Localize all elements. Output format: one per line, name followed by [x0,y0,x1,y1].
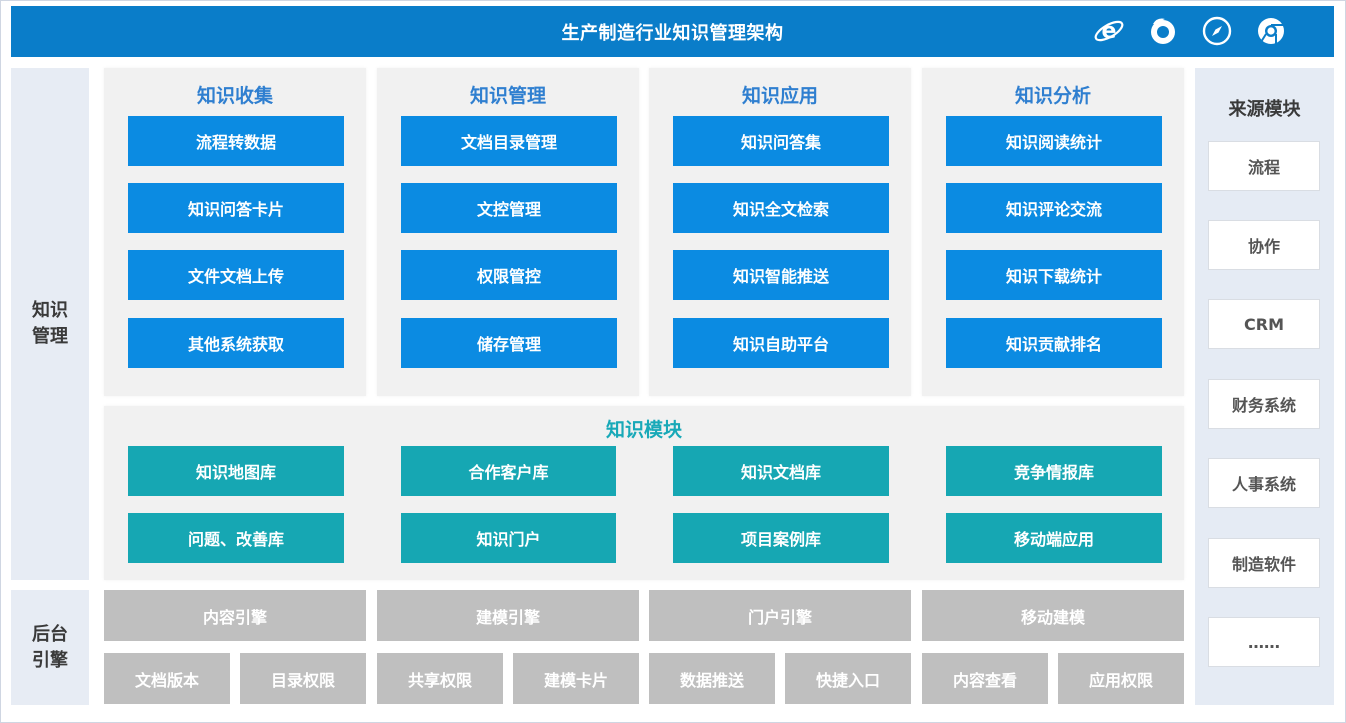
column-item[interactable]: 知识智能推送 [673,250,889,300]
knowledge-management-label: 知识 管理 [32,300,68,347]
module-item[interactable]: 知识地图库 [128,446,344,496]
column-title: 知识收集 [196,84,273,107]
module-item[interactable]: 竞争情报库 [946,446,1162,496]
column-item[interactable]: 储存管理 [401,318,617,368]
source-item[interactable]: CRM [1208,299,1320,349]
column-item[interactable]: 流程转数据 [128,116,344,166]
module-item[interactable]: 知识门户 [401,513,616,563]
column-item[interactable]: 知识评论交流 [946,183,1162,233]
knowledge-management-label-panel: 知识 管理 [11,68,89,580]
column-item[interactable]: 知识阅读统计 [946,116,1162,166]
module-item[interactable]: 移动端应用 [946,513,1162,563]
knowledge-module-title: 知识模块 [605,418,682,441]
engine-portal[interactable]: 门户引擎 [649,590,911,641]
engine-sub-item[interactable]: 快捷入口 [785,653,911,704]
backend-engine-label-panel: 后台 引擎 [11,590,89,705]
column-item[interactable]: 知识贡献排名 [946,318,1162,368]
column-item[interactable]: 知识问答集 [673,116,889,166]
column-title: 知识管理 [469,84,546,107]
firefox-icon [1146,14,1180,48]
engine-modeling[interactable]: 建模引擎 [377,590,639,641]
engine-sub-item[interactable]: 文档版本 [104,653,230,704]
column-knowledge-application: 知识应用 知识问答集 知识全文检索 知识智能推送 知识自助平台 [649,68,911,396]
column-knowledge-collection: 知识收集 流程转数据 知识问答卡片 文件文档上传 其他系统获取 [104,68,366,396]
column-item[interactable]: 知识全文检索 [673,183,889,233]
source-module-panel: 来源模块 流程 协作 CRM 财务系统 人事系统 制造软件 …… [1195,68,1334,705]
column-item[interactable]: 权限管控 [401,250,617,300]
column-item[interactable]: 知识自助平台 [673,318,889,368]
module-item[interactable]: 问题、改善库 [128,513,344,563]
column-item[interactable]: 其他系统获取 [128,318,344,368]
source-module-title: 来源模块 [1228,99,1301,120]
source-item[interactable]: 制造软件 [1208,538,1320,588]
source-item[interactable]: 财务系统 [1208,379,1320,429]
engine-sub-item[interactable]: 建模卡片 [513,653,639,704]
module-item[interactable]: 项目案例库 [673,513,889,563]
source-item[interactable]: 人事系统 [1208,458,1320,508]
column-item[interactable]: 知识问答卡片 [128,183,344,233]
page-title: 生产制造行业知识管理架构 [561,22,784,44]
engine-sub-item[interactable]: 内容查看 [922,653,1048,704]
browser-icons: e [1092,14,1288,48]
column-item[interactable]: 知识下载统计 [946,250,1162,300]
column-title: 知识分析 [1014,84,1091,107]
safari-icon [1200,14,1234,48]
module-item[interactable]: 知识文档库 [673,446,889,496]
column-item[interactable]: 文控管理 [401,183,617,233]
engine-sub-item[interactable]: 共享权限 [377,653,503,704]
knowledge-module-panel: 知识模块 知识地图库 合作客户库 知识文档库 竞争情报库 问题、改善库 知识门户… [104,406,1184,580]
column-title: 知识应用 [741,84,818,107]
engine-sub-item[interactable]: 目录权限 [240,653,366,704]
chrome-icon [1254,14,1288,48]
column-item[interactable]: 文件文档上传 [128,250,344,300]
column-knowledge-management: 知识管理 文档目录管理 文控管理 权限管控 储存管理 [377,68,639,396]
backend-engine-label: 后台 引擎 [32,623,68,671]
engine-sub-item[interactable]: 数据推送 [649,653,775,704]
source-item[interactable]: 协作 [1208,220,1320,270]
engine-mobile-modeling[interactable]: 移动建模 [922,590,1184,641]
column-item[interactable]: 文档目录管理 [401,116,617,166]
engine-content[interactable]: 内容引擎 [104,590,366,641]
module-item[interactable]: 合作客户库 [401,446,616,496]
engine-sub-item[interactable]: 应用权限 [1058,653,1184,704]
source-item[interactable]: …… [1208,617,1320,667]
ie-icon: e [1092,14,1126,48]
header-bar: 生产制造行业知识管理架构 e [11,6,1334,57]
source-item[interactable]: 流程 [1208,141,1320,191]
svg-text:e: e [1102,19,1117,44]
column-knowledge-analysis: 知识分析 知识阅读统计 知识评论交流 知识下载统计 知识贡献排名 [922,68,1184,396]
